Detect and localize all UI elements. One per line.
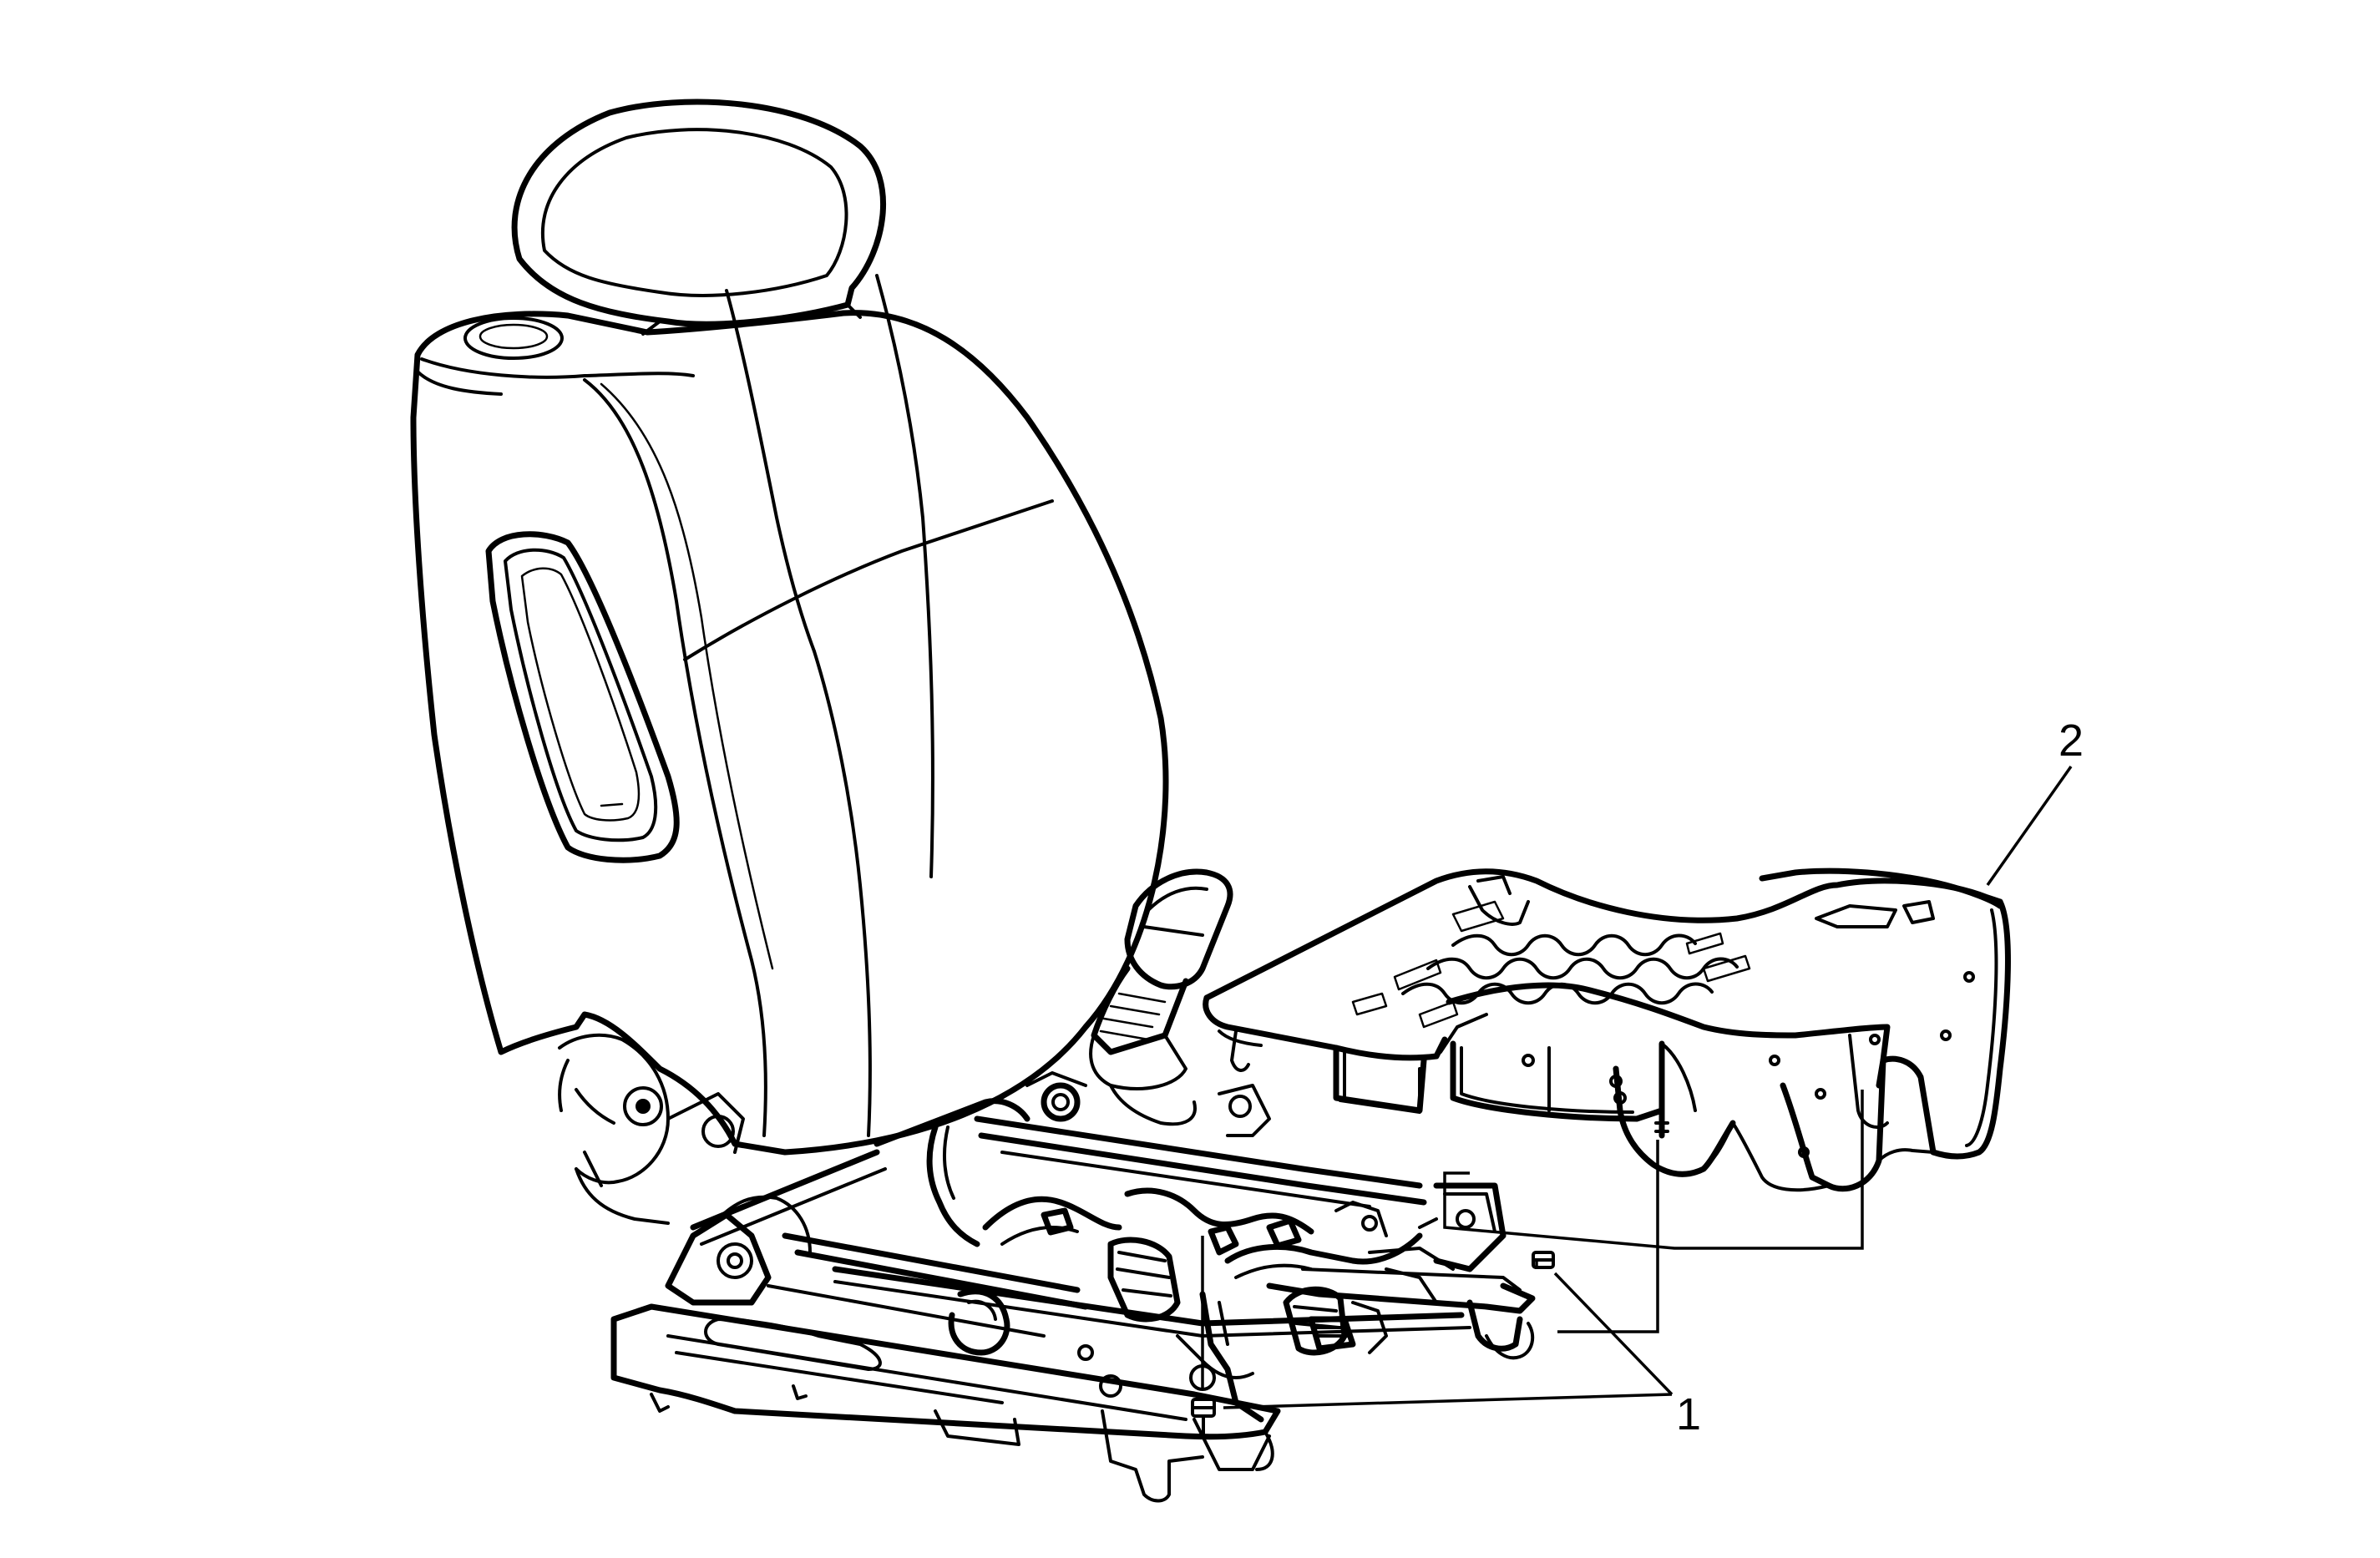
seat-back xyxy=(410,99,1169,1225)
callout-leader-2 xyxy=(1986,765,2073,887)
seat-belt-buckle xyxy=(1089,868,1233,1126)
adjuster-motors-harness xyxy=(926,1071,1438,1379)
callout-label-1: 1 xyxy=(1676,1389,1701,1439)
mounting-nuts xyxy=(1191,1251,1555,1438)
seat-springs xyxy=(1351,900,1751,1029)
callout-label-2: 2 xyxy=(2058,716,2084,766)
nut-rear xyxy=(1532,1251,1555,1269)
headrest xyxy=(511,99,886,336)
alignment-lines xyxy=(1201,1090,1864,1390)
callout-leader-1a xyxy=(1553,1272,1674,1396)
recliner-mechanism xyxy=(558,1033,745,1225)
callout-leader-1b xyxy=(1223,1393,1673,1409)
seat-cushion-pan xyxy=(1203,868,2011,1192)
seatback-pocket xyxy=(485,531,680,863)
seat-adjuster-frame xyxy=(610,1071,1536,1503)
nut-front xyxy=(1191,1398,1216,1418)
